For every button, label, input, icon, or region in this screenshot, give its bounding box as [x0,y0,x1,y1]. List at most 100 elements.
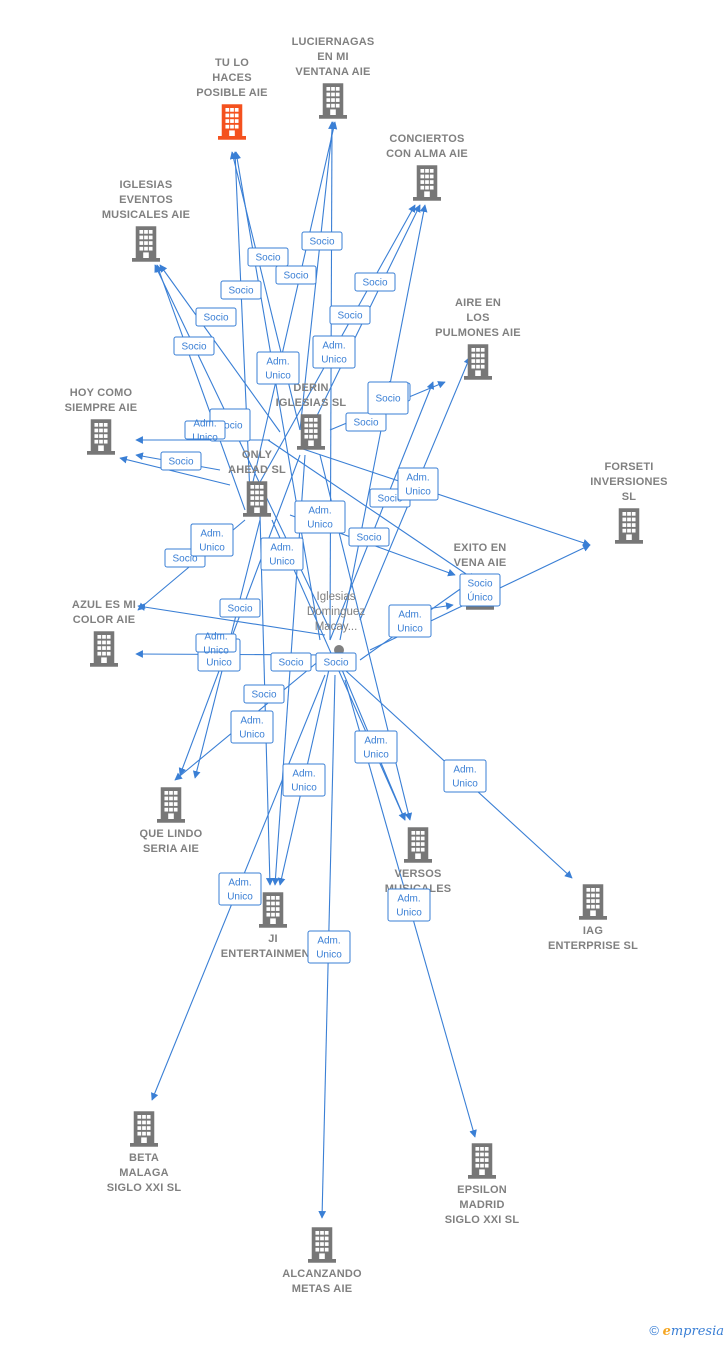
relation-box [387,888,431,922]
company-name: SIGLO XXI SL [107,1182,182,1194]
relation-text: Unico [396,908,422,919]
relation-label: Adm.Unico [312,335,356,369]
relation-label: Adm.Unico [354,730,398,764]
company-node[interactable]: HOY COMO SIEMPRE AIE [65,387,138,455]
relation-text: Adm. [398,610,421,621]
relation-text: Adm. [270,543,293,554]
company-name: BETA [129,1152,159,1164]
relation-text: Unico [269,557,295,568]
relation-box [345,412,387,432]
relation-box [256,351,300,385]
relation-text: Adm. [292,769,315,780]
relation-box [184,420,226,440]
relation-text: Socio [377,494,402,505]
brand-logo-e: e [662,1324,671,1339]
relation-text: Adm. [364,736,387,747]
building-icon [157,787,185,823]
relation-label: Adm.Unico [218,872,262,906]
relation-text: Unico [192,433,218,444]
relation-box [312,335,356,369]
company-node[interactable]: JIENTERTAINMENT... [221,892,325,960]
relation-label: Socio [367,381,409,415]
company-name: SERIA AIE [143,843,199,855]
company-name: PULMONES AIE [435,327,521,339]
relation-text: Adm. [200,529,223,540]
relation-label: Socio [301,231,343,251]
relation-text: Adm. [308,506,331,517]
company-name: VENA AIE [454,557,507,569]
person-node[interactable]: IglesiasDominguezMacay... [307,591,365,655]
company-name: MADRID [459,1199,504,1211]
relation-edge [155,264,246,511]
relation-label: Adm.Unico [307,930,351,964]
relation-label: Adm.Unico [387,888,431,922]
company-name: VERSOS [394,868,441,880]
relation-label: Adm.Unico [397,467,439,501]
company-name: LOS [466,312,489,324]
relation-box [459,573,501,607]
relation-box [190,523,234,557]
brand-logo-rest: mpresia [670,1324,724,1339]
relation-text: Socio [353,418,378,429]
relation-text: Unico [199,543,225,554]
relation-text: Socio [217,421,242,432]
company-name: EPSILON [457,1184,507,1196]
relation-box [275,265,317,285]
company-name: HOY COMO [70,387,133,399]
relation-label: Socio [315,652,357,672]
relation-edge [231,151,251,496]
relation-label: Socio [195,307,237,327]
relation-label: Socio [270,652,312,672]
relation-box [367,381,409,415]
building-icon [87,419,115,455]
relation-text: Socio [283,271,308,282]
relation-label: Socio [345,412,387,432]
footer-brand: © empresia [649,1323,724,1339]
relation-text: Socio [337,311,362,322]
relation-text: Socio [323,658,348,669]
relation-text: Adm. [266,357,289,368]
company-name: SIEMPRE AIE [65,402,138,414]
relation-text: Unico [397,624,423,635]
relation-box [220,280,262,300]
relation-text: Socio [228,286,253,297]
relation-text: Socio [309,237,334,248]
company-name: AZUL ES MI [72,599,136,611]
company-name: TU LO [215,57,249,69]
relation-box [247,247,289,267]
relation-edge [299,447,591,547]
relation-text: Socio [255,253,280,264]
brand-logo: empresia [663,1324,724,1339]
relation-text: Adm. [204,632,227,643]
relation-box [243,684,285,704]
building-icon [468,1143,496,1179]
building-icon [218,104,246,140]
relation-edge [267,439,476,581]
company-name: HACES [212,72,252,84]
relation-text: Unico [227,892,253,903]
building-icon [319,83,347,119]
relation-text: Socio [356,533,381,544]
relation-text: Unico [452,779,478,790]
relation-text: Adm. [193,419,216,430]
relation-text: Unico [321,355,347,366]
relation-edge [329,381,435,641]
relation-label: Socio [329,305,371,325]
relation-text: Socio [278,658,303,669]
building-icon [413,165,441,201]
